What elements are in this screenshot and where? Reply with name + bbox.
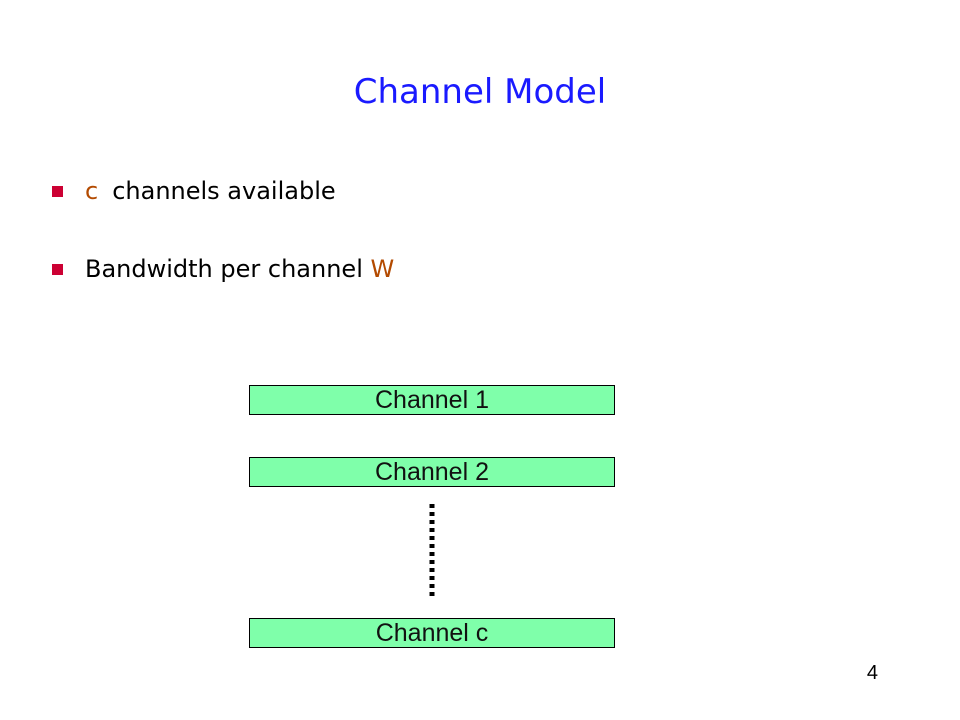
page-number: 4 bbox=[866, 662, 878, 684]
bullet-item-bandwidth: Bandwidth per channel W bbox=[52, 249, 394, 289]
slide-title: Channel Model bbox=[353, 72, 607, 112]
vertical-dots-icon bbox=[429, 504, 435, 596]
square-bullet-icon bbox=[52, 185, 63, 197]
bullet-text: channels available bbox=[112, 177, 336, 205]
variable-w: W bbox=[370, 255, 395, 283]
channel-box-1: Channel 1 bbox=[249, 385, 615, 415]
bullet-item-channels: c channels available bbox=[52, 171, 336, 211]
bullet-text: Bandwidth per channel bbox=[85, 255, 363, 283]
square-bullet-icon bbox=[52, 263, 63, 275]
channel-box-c: Channel c bbox=[249, 618, 615, 648]
channel-box-2: Channel 2 bbox=[249, 457, 615, 487]
variable-c: c bbox=[85, 177, 99, 205]
